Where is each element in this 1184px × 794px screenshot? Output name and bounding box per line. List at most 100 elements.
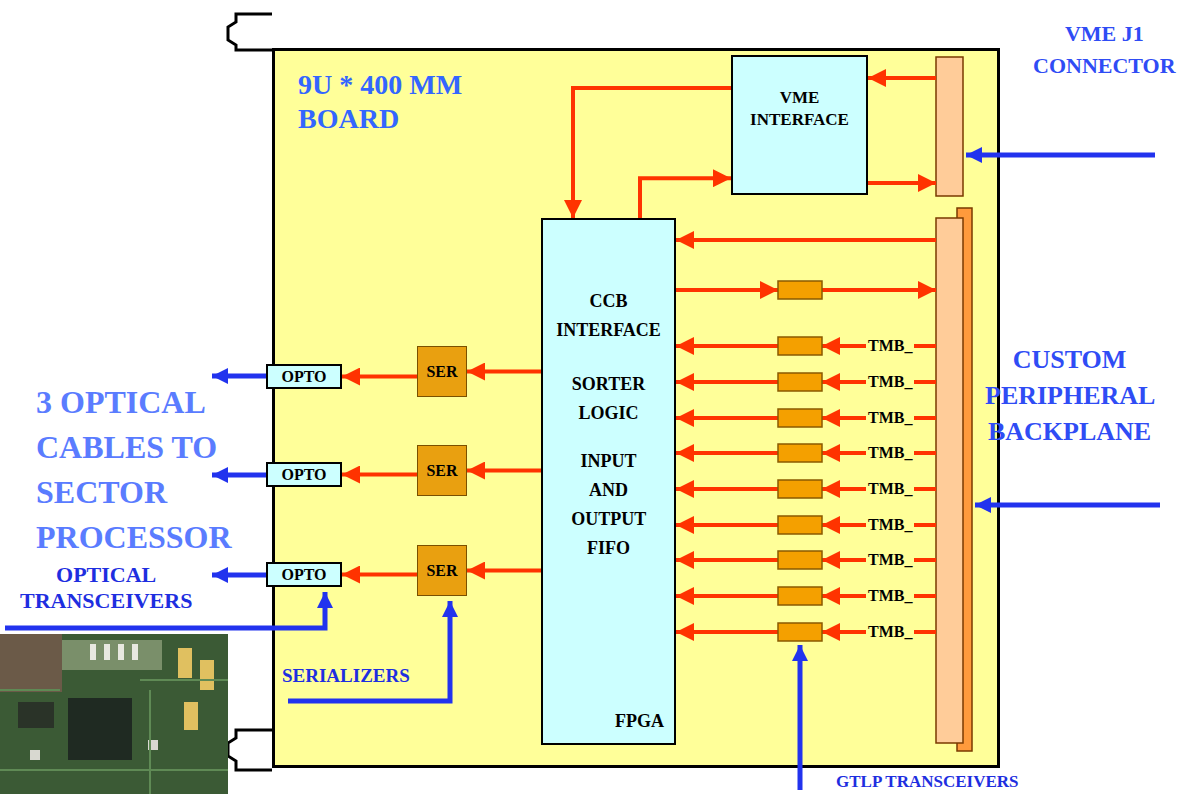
signal-arrow [467,370,541,374]
serializer-box: SER [417,545,467,596]
optical-transceiver-box: OPTO [266,364,342,389]
signal-arrow [342,473,417,477]
box-text: OPTO [281,466,326,484]
pointer-arrows [5,155,1160,790]
bus-wire [676,416,778,420]
callout-label: GTLP TRANSCEIVERS [836,772,1019,791]
signal-arrow [467,469,541,473]
vme-interface-box: VME INTERFACE [731,55,868,195]
signal-arrow [342,573,417,577]
signal-arrow [640,178,731,218]
photo-blur [0,634,62,692]
slot-label: TMB_ [866,408,914,428]
slot-label: TMB_ [866,515,914,535]
photo-area [62,640,162,670]
gtlp-transceiver [778,623,822,641]
gtlp-transceivers [778,281,822,641]
bus-wires [676,78,936,632]
vme-j1-connector [936,57,963,196]
box-text: OPTO [281,566,326,584]
fpga-function-text: SORTER LOGIC [572,370,645,428]
bus-wire [822,344,936,348]
serializer-box: SER [417,445,467,496]
slot-label: TMB_ [866,336,914,356]
box-text: SER [426,462,457,480]
slot-label: TMB_ [866,479,914,499]
slot-label: TMB_ [866,372,914,392]
board-title: 9U * 400 MM BOARD [298,68,503,136]
photo-component [90,644,96,660]
bus-wire [822,630,936,634]
signal-arrow [573,88,731,218]
bus-wire [822,558,936,562]
card-handle [228,730,272,770]
bus-wire [676,630,778,634]
photo-component [200,660,214,690]
slot-label: TMB_ [866,622,914,642]
bus-wire [822,594,936,598]
bus-wire [676,451,778,455]
fpga-function-text: CCB INTERFACE [556,287,661,345]
fpga-function-text: INPUT AND OUTPUT FIFO [571,447,646,563]
photo-component [104,644,110,660]
photo-chip [18,702,54,728]
bus-wire [822,380,936,384]
photo-trace [0,680,228,794]
leader-line [798,645,803,790]
optical-transceiver-box: OPTO [266,562,342,587]
box-text: VME INTERFACE [750,87,849,131]
gtlp-transceiver [778,480,822,498]
slot-label: TMB_ [866,443,914,463]
callout-label: OPTICAL TRANSCEIVERS [20,562,192,614]
photo-component [132,644,138,660]
gtlp-transceiver [778,409,822,427]
fpga-box: CCB INTERFACE SORTER LOGIC INPUT AND OUTPU… [541,218,676,745]
slot-label: TMB_ [866,550,914,570]
slot-label: TMB_ [866,586,914,606]
photo-component [30,750,40,760]
optical-cable-arrow [212,473,266,478]
leader-line [5,592,325,628]
pointer-arrow [966,153,1155,158]
bus-wire [676,380,778,384]
signal-arrow [467,569,541,573]
gtlp-transceiver [778,337,822,355]
photo-component [178,648,192,678]
callout-label: SERIALIZERS [282,664,410,688]
box-text: SER [426,363,457,381]
leader-line [288,601,450,701]
signal-arrow [342,375,417,379]
bus-wire [676,487,778,491]
bus-wire [822,416,936,420]
photo-pcb [0,634,228,794]
bus-wire [676,594,778,598]
box-text: SER [426,562,457,580]
bus-wire [676,558,778,562]
board-photo [0,634,228,794]
optical-cable-arrow [212,374,266,379]
bus-wire [676,344,778,348]
bus-wire [676,238,936,242]
connector-label: VME J1 CONNECTOR [1033,18,1176,82]
card-handle [228,14,272,50]
gtlp-transceiver [778,444,822,462]
serializer-box: SER [417,346,467,397]
pointer-arrow [975,503,1160,508]
backplane-label: CUSTOM PERIPHERAL BACKPLANE [985,342,1154,450]
optical-transceiver-box: OPTO [266,462,342,487]
bus-wire [822,487,936,491]
gtlp-transceiver [778,281,822,299]
photo-component [184,702,198,730]
bus-wire [868,181,936,185]
bus-wire [822,523,936,527]
optical-cable-arrow [212,573,266,578]
bus-wire [868,76,936,80]
bus-wire [676,523,778,527]
gtlp-transceiver [778,373,822,391]
gtlp-transceiver [778,587,822,605]
bus-wire [822,288,936,292]
box-text: OPTO [281,368,326,386]
photo-chip [68,698,132,760]
gtlp-transceiver [778,516,822,534]
